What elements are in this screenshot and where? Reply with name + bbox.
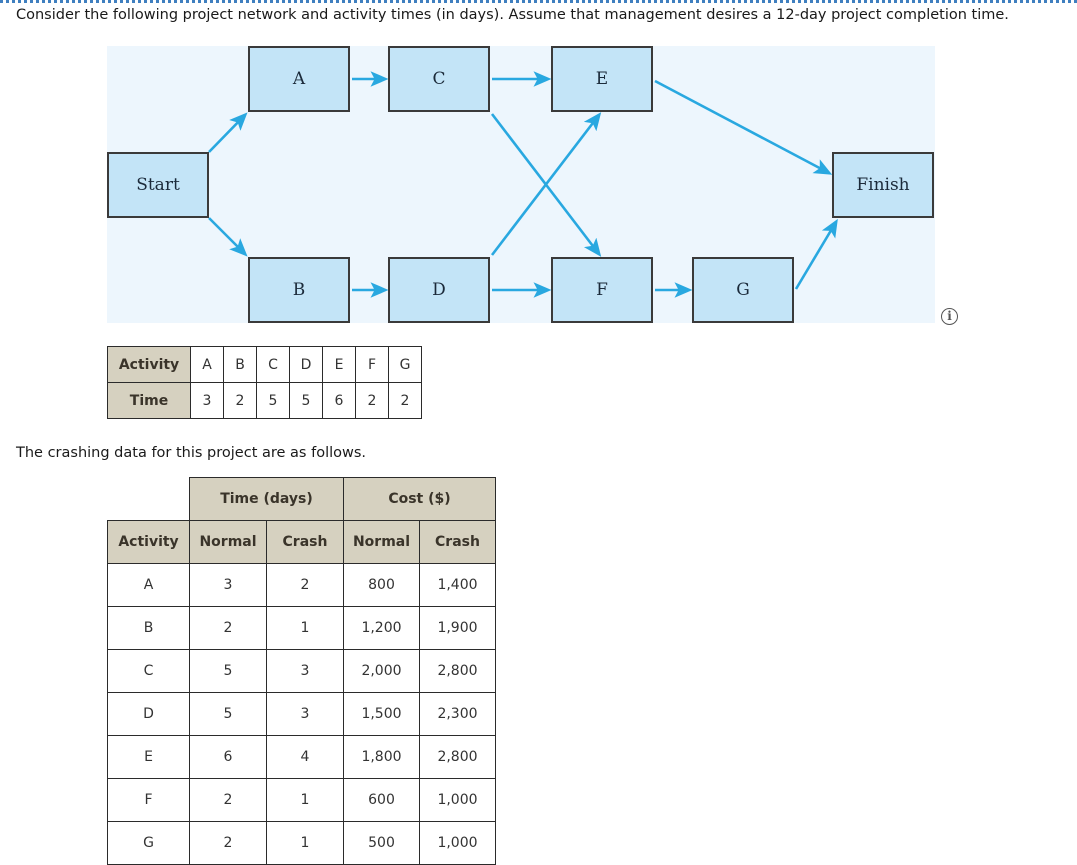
cell-cost-normal: 1,200 xyxy=(343,606,420,650)
node-d[interactable]: D xyxy=(388,257,490,323)
table-row: C 5 3 2,000 2,800 xyxy=(107,649,496,693)
cell-cost-normal: 1,800 xyxy=(343,735,420,779)
cell-cost-crash: 1,900 xyxy=(419,606,496,650)
node-label: A xyxy=(292,69,306,89)
cell-time-crash: 1 xyxy=(266,778,344,822)
table-row: E 6 4 1,800 2,800 xyxy=(107,735,496,779)
project-network-diagram: Start A C E Finish B D F G xyxy=(107,46,935,323)
node-label: Start xyxy=(136,175,180,195)
node-label: G xyxy=(736,280,750,300)
activity-cell: G xyxy=(388,346,422,383)
column-header-activity: Activity xyxy=(107,520,190,564)
activity-cell: C xyxy=(256,346,290,383)
cell-time-normal: 5 xyxy=(189,649,267,693)
node-a[interactable]: A xyxy=(248,46,350,112)
activity-time-table: Activity A B C D E F G Time 3 2 5 5 6 2 … xyxy=(107,346,422,419)
cell-cost-crash: 2,800 xyxy=(419,735,496,779)
table-row: B 2 1 1,200 1,900 xyxy=(107,606,496,650)
node-c[interactable]: C xyxy=(388,46,490,112)
activity-cell: B xyxy=(223,346,257,383)
intro-text: Consider the following project network a… xyxy=(16,7,1009,23)
cell-time-crash: 4 xyxy=(266,735,344,779)
crashing-data-table: Time (days) Cost ($) Activity Normal Cra… xyxy=(107,477,496,865)
cell-cost-normal: 600 xyxy=(343,778,420,822)
cell-time-crash: 3 xyxy=(266,692,344,736)
activity-cell: E xyxy=(322,346,356,383)
time-cell: 2 xyxy=(355,382,389,419)
cell-activity: C xyxy=(107,649,190,693)
activity-cell: F xyxy=(355,346,389,383)
table-row: Activity A B C D E F G xyxy=(107,346,422,383)
cell-cost-normal: 500 xyxy=(343,821,420,865)
time-cell: 2 xyxy=(388,382,422,419)
info-circle-icon[interactable]: i xyxy=(941,308,958,325)
node-g[interactable]: G xyxy=(692,257,794,323)
cell-cost-crash: 1,400 xyxy=(419,563,496,607)
cell-cost-normal: 800 xyxy=(343,563,420,607)
node-label: D xyxy=(432,280,446,300)
node-f[interactable]: F xyxy=(551,257,653,323)
node-start[interactable]: Start xyxy=(107,152,209,218)
time-cell: 5 xyxy=(289,382,323,419)
cell-time-normal: 2 xyxy=(189,606,267,650)
cell-activity: B xyxy=(107,606,190,650)
column-header-cost-normal: Normal xyxy=(343,520,420,564)
cell-cost-crash: 2,800 xyxy=(419,649,496,693)
cell-activity: E xyxy=(107,735,190,779)
cell-activity: G xyxy=(107,821,190,865)
cell-activity: A xyxy=(107,563,190,607)
cell-time-normal: 2 xyxy=(189,778,267,822)
cell-activity: F xyxy=(107,778,190,822)
column-header-cost-crash: Crash xyxy=(419,520,496,564)
cell-time-normal: 2 xyxy=(189,821,267,865)
cell-time-crash: 1 xyxy=(266,606,344,650)
group-header-cost: Cost ($) xyxy=(343,477,496,521)
table-group-header-row: Time (days) Cost ($) xyxy=(107,477,496,521)
activity-row-label: Activity xyxy=(107,346,191,383)
cell-cost-crash: 1,000 xyxy=(419,821,496,865)
diagram-arrows xyxy=(208,71,838,298)
cell-cost-normal: 1,500 xyxy=(343,692,420,736)
time-cell: 6 xyxy=(322,382,356,419)
cell-time-crash: 1 xyxy=(266,821,344,865)
node-finish[interactable]: Finish xyxy=(832,152,934,218)
cell-activity: D xyxy=(107,692,190,736)
node-label: Finish xyxy=(856,175,910,195)
cell-time-normal: 6 xyxy=(189,735,267,779)
node-e[interactable]: E xyxy=(551,46,653,112)
table-row: F 2 1 600 1,000 xyxy=(107,778,496,822)
cell-time-normal: 5 xyxy=(189,692,267,736)
crash-caption-text: The crashing data for this project are a… xyxy=(16,445,367,461)
column-header-time-crash: Crash xyxy=(266,520,344,564)
node-label: E xyxy=(595,69,609,89)
table-row: A 3 2 800 1,400 xyxy=(107,563,496,607)
time-cell: 3 xyxy=(190,382,224,419)
time-row-label: Time xyxy=(107,382,191,419)
activity-cell: D xyxy=(289,346,323,383)
table-header-row: Activity Normal Crash Normal Crash xyxy=(107,520,496,564)
page-top-divider xyxy=(0,0,1077,4)
cell-cost-normal: 2,000 xyxy=(343,649,420,693)
table-row: D 5 3 1,500 2,300 xyxy=(107,692,496,736)
time-cell: 2 xyxy=(223,382,257,419)
node-label: F xyxy=(596,280,608,300)
node-b[interactable]: B xyxy=(248,257,350,323)
cell-cost-crash: 2,300 xyxy=(419,692,496,736)
column-header-time-normal: Normal xyxy=(189,520,267,564)
node-label: B xyxy=(292,280,306,300)
cell-time-crash: 2 xyxy=(266,563,344,607)
table-row: Time 3 2 5 5 6 2 2 xyxy=(107,382,422,419)
table-row: G 2 1 500 1,000 xyxy=(107,821,496,865)
empty-corner-cell xyxy=(107,477,190,521)
cell-time-normal: 3 xyxy=(189,563,267,607)
cell-time-crash: 3 xyxy=(266,649,344,693)
time-cell: 5 xyxy=(256,382,290,419)
cell-cost-crash: 1,000 xyxy=(419,778,496,822)
activity-cell: A xyxy=(190,346,224,383)
node-label: C xyxy=(432,69,446,89)
group-header-time: Time (days) xyxy=(189,477,344,521)
